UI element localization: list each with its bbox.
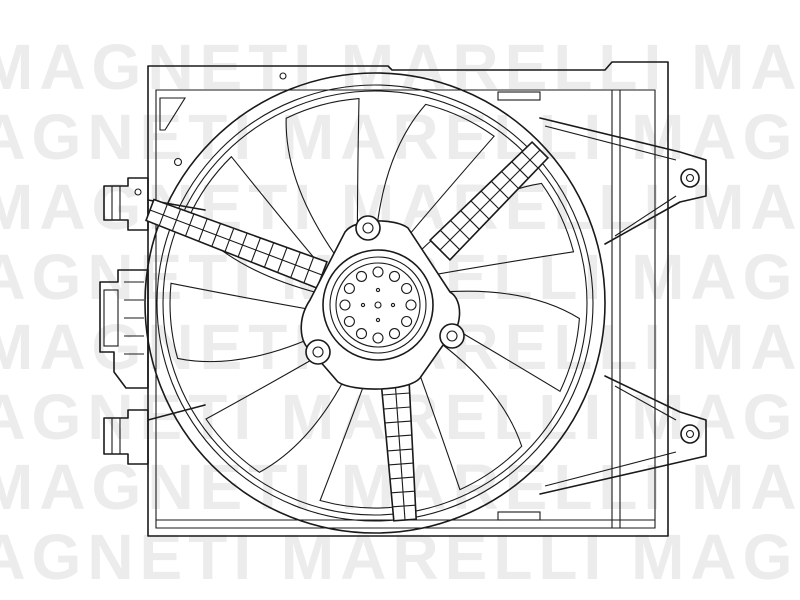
fan-blade <box>410 331 523 491</box>
hub-bolt-hole <box>339 299 351 311</box>
hub-bolt-hole <box>401 282 413 295</box>
connector-plug <box>99 269 149 389</box>
fan-blade <box>169 282 326 363</box>
shroud-frame <box>134 61 669 537</box>
hub-bolt-hole <box>355 270 368 282</box>
support-arm <box>428 140 550 262</box>
support-arm <box>380 378 418 522</box>
hub-bolt-hole <box>372 266 384 278</box>
fan-ring <box>144 72 606 534</box>
support-arm <box>145 198 328 290</box>
mount-bracket-lower-right <box>539 375 707 495</box>
mount-bracket-upper-right <box>539 117 707 245</box>
connector-mount-lower <box>103 409 149 465</box>
hub-bolt-hole <box>372 332 384 344</box>
fan-blade <box>432 290 580 393</box>
hub-bolt-hole <box>355 328 368 340</box>
hub-bolt-hole <box>343 282 355 295</box>
fan-blade <box>285 98 360 259</box>
hub-bolt-hole <box>388 328 401 340</box>
motor-hub <box>300 215 465 390</box>
hub-bolt-hole <box>401 315 413 328</box>
fan-blade <box>205 346 356 473</box>
hub-bolt-hole <box>405 299 417 311</box>
fan-blades <box>169 98 580 509</box>
hub-bolt-holes <box>339 266 417 344</box>
fan-blade <box>374 103 495 249</box>
fan-blade <box>187 155 326 294</box>
hub-bolt-hole <box>343 315 355 328</box>
hub-bolt-hole <box>388 270 401 282</box>
connector-mount-upper <box>103 177 149 231</box>
